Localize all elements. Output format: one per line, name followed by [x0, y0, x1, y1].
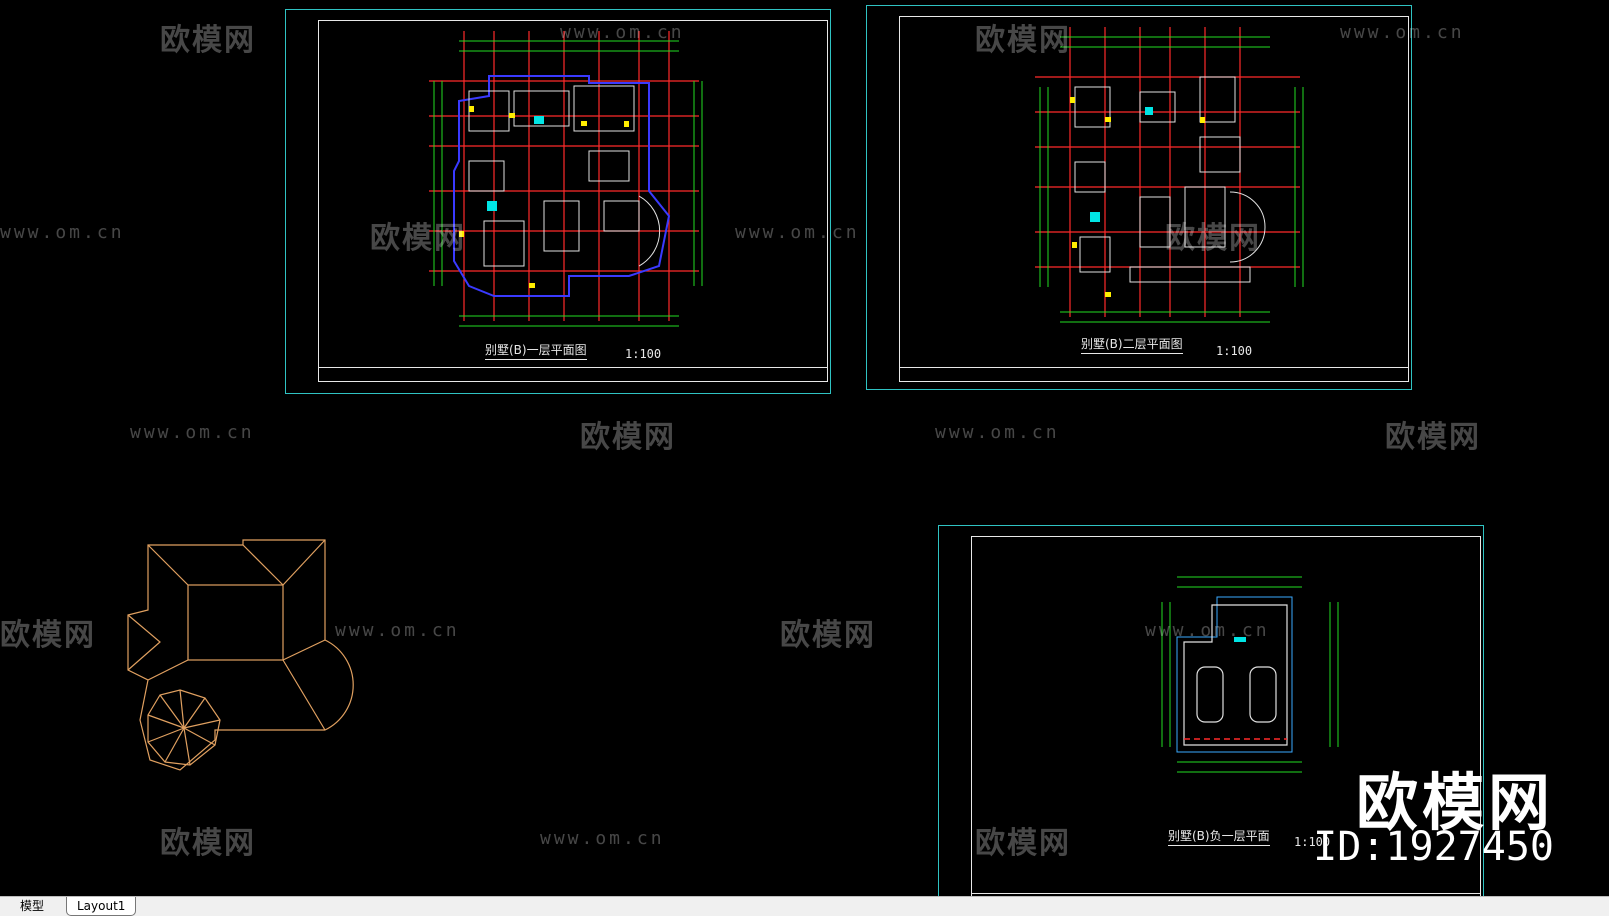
- drawing-canvas[interactable]: 别墅(B)一层平面图 1:100: [0, 0, 1609, 896]
- sheet-second-floor[interactable]: 别墅(B)二层平面图 1:100: [866, 5, 1412, 390]
- layout-tab-bar: 模型 Layout1: [0, 896, 1609, 916]
- sheet-basement-frame: 别墅(B)负一层平面 1:100: [971, 536, 1481, 896]
- basement-scale: 1:100: [1294, 835, 1331, 849]
- overlay-brand: 欧模网: [1355, 766, 1554, 839]
- sheet-second-floor-frame: 别墅(B)二层平面图 1:100: [899, 16, 1409, 382]
- first-floor-title-block: [319, 367, 827, 381]
- first-floor-plan-drawing: [429, 31, 703, 327]
- tab-layout1[interactable]: Layout1: [66, 897, 137, 916]
- sheet-first-floor[interactable]: 别墅(B)一层平面图 1:100: [285, 9, 831, 394]
- roof-plan-drawing[interactable]: [120, 530, 360, 780]
- watermark-url: www.om.cn: [540, 828, 665, 849]
- second-floor-scale: 1:100: [1216, 344, 1253, 358]
- watermark-brand: 欧模网: [160, 23, 256, 58]
- watermark-brand: 欧模网: [160, 826, 256, 861]
- second-floor-title-text: 别墅(B)二层平面图: [1081, 337, 1183, 354]
- first-floor-scale: 1:100: [625, 347, 662, 361]
- overlay-id: ID:1927450: [1313, 824, 1554, 870]
- watermark-url: www.om.cn: [0, 222, 125, 243]
- basement-title-block: [972, 893, 1480, 896]
- basement-title-text: 别墅(B)负一层平面: [1168, 829, 1270, 846]
- first-floor-title: 别墅(B)一层平面图: [485, 341, 587, 360]
- basement-title: 别墅(B)负一层平面: [1168, 827, 1270, 846]
- watermark-brand: 欧模网: [780, 618, 876, 653]
- sheet-first-floor-frame: 别墅(B)一层平面图 1:100: [318, 20, 828, 382]
- sheet-basement[interactable]: 别墅(B)负一层平面 1:100: [938, 525, 1484, 896]
- watermark-brand: 欧模网: [0, 618, 96, 653]
- watermark-url: www.om.cn: [130, 422, 255, 443]
- watermark-brand: 欧模网: [1385, 420, 1481, 455]
- watermark-brand: 欧模网: [580, 420, 676, 455]
- second-floor-title-block: [900, 367, 1408, 381]
- second-floor-title: 别墅(B)二层平面图: [1081, 335, 1183, 354]
- first-floor-title-text: 别墅(B)一层平面图: [485, 343, 587, 360]
- watermark-url: www.om.cn: [935, 422, 1060, 443]
- basement-plan-drawing: [1161, 576, 1339, 773]
- second-floor-plan-drawing: [1035, 27, 1304, 323]
- tab-model[interactable]: 模型: [20, 899, 45, 913]
